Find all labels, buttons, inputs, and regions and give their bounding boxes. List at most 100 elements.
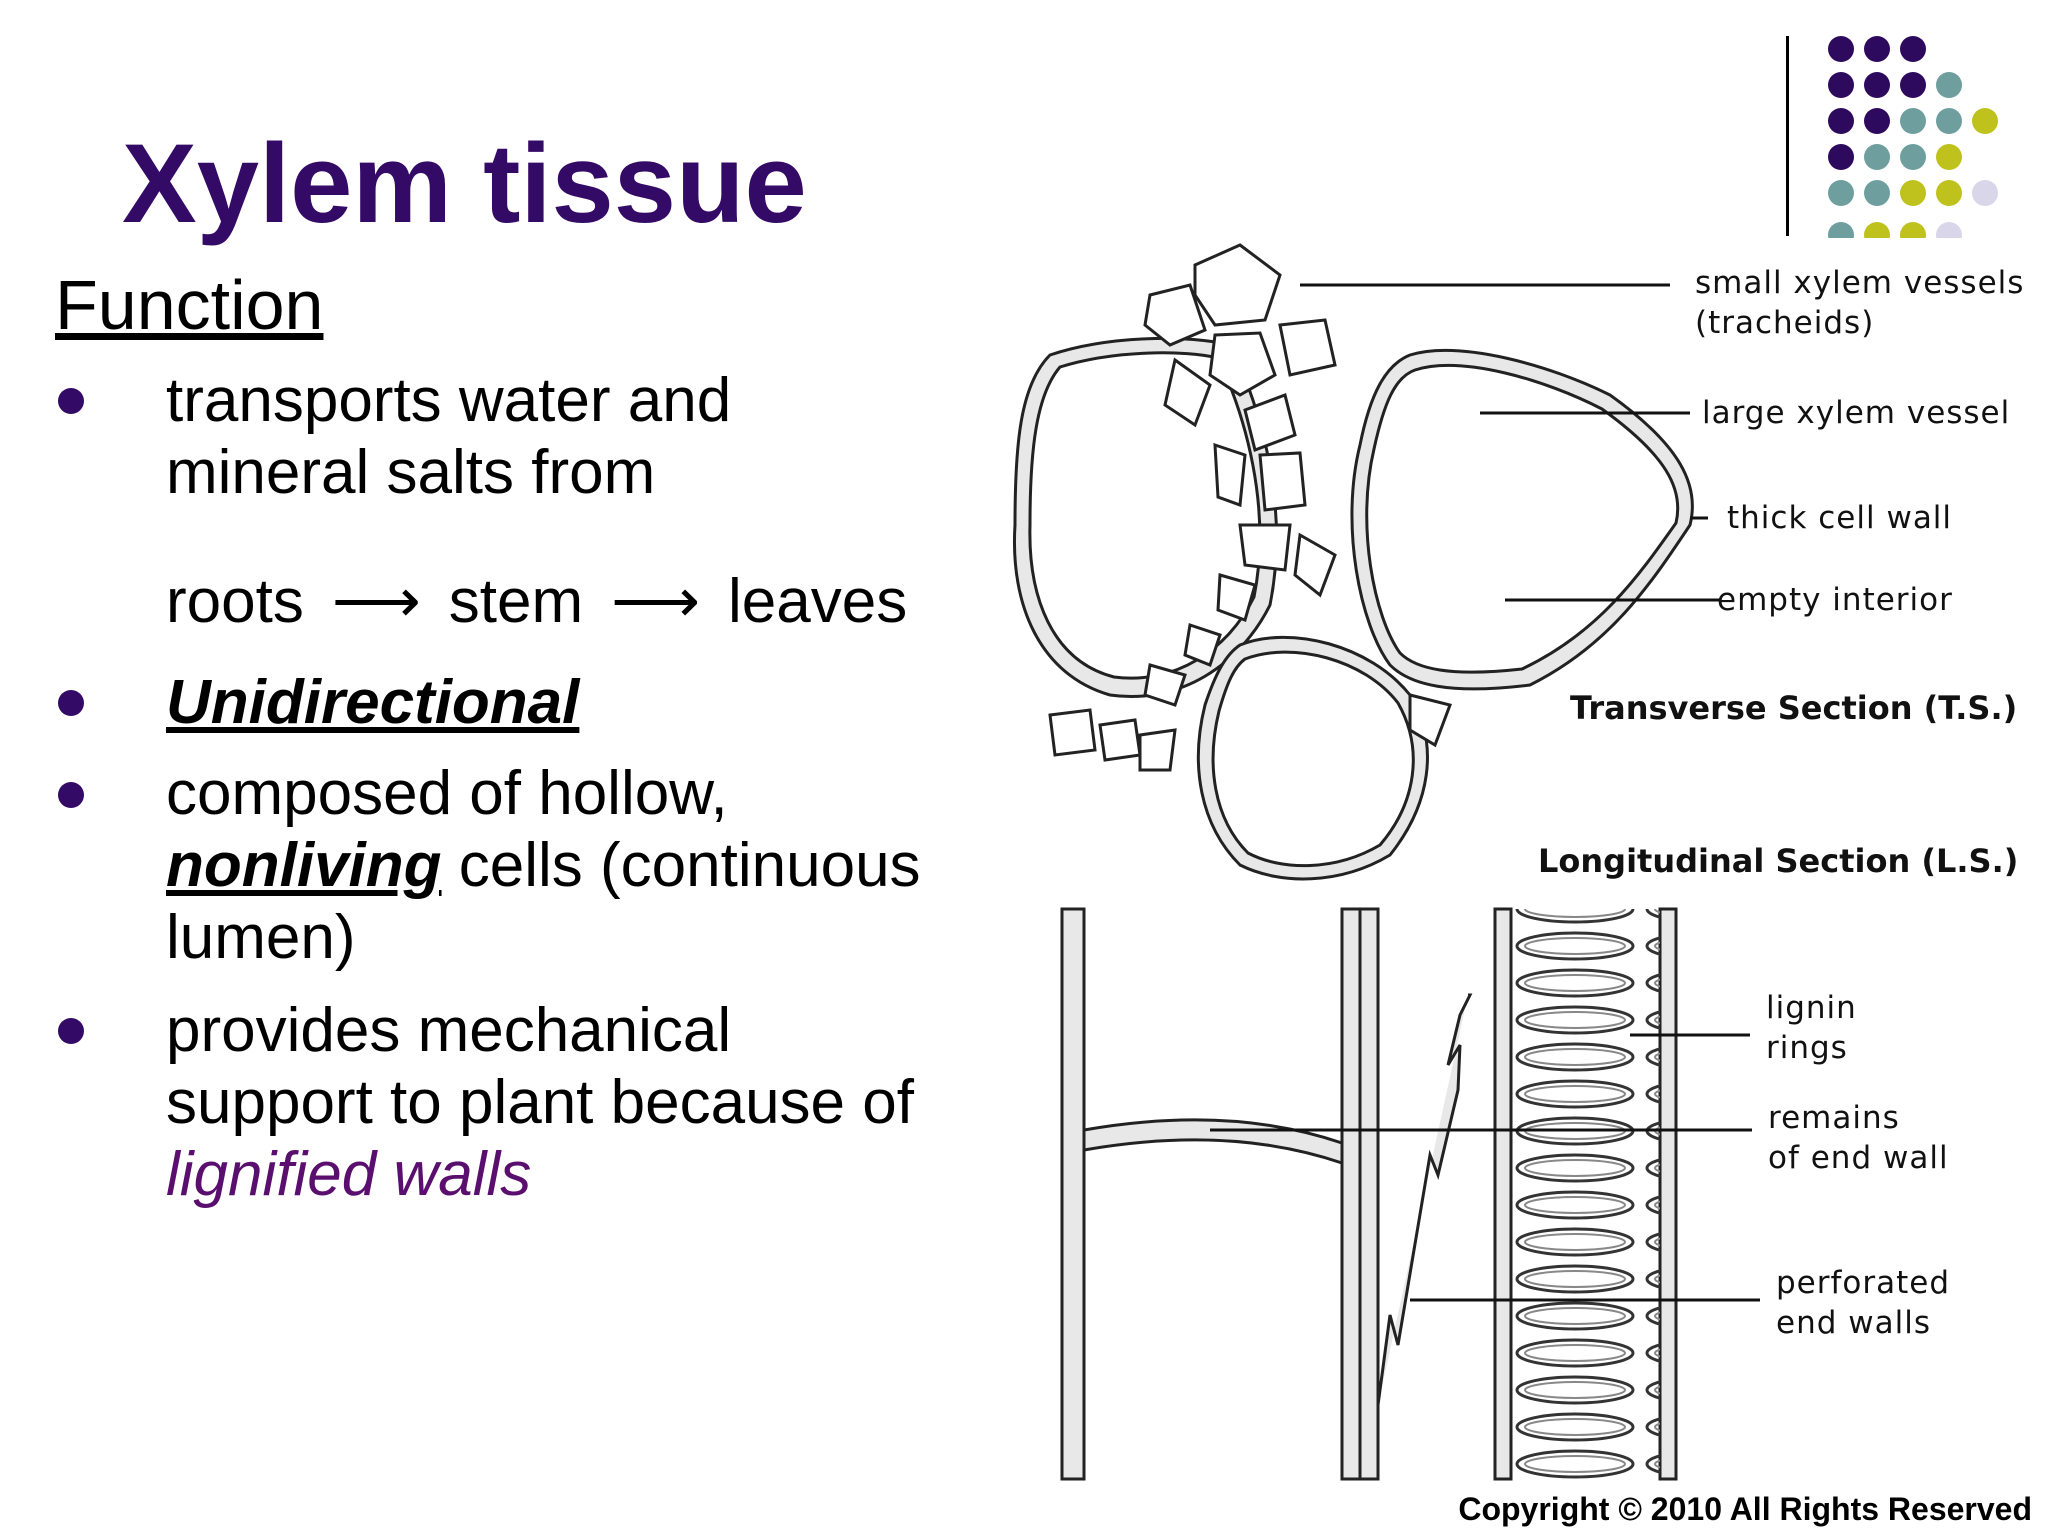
bullet-4-line-1: provides mechanical [166,996,732,1065]
ls-leader-lines [1210,1033,1760,1302]
section-heading: Function [55,266,324,344]
bullet-3-line-1: composed of hollow, [166,759,728,828]
decor-dot [1900,180,1926,206]
label-perforated: perforated [1776,1265,1950,1301]
tracheid-cell [1216,573,1257,622]
transverse-section-drawing [1012,243,1694,881]
large-vessel-right-lumen [1365,364,1680,674]
decor-dot-row-clipped [1820,216,2020,238]
label-thick-cell-wall: thick cell wall [1727,500,1952,536]
xylem-diagram: small xylem vessels (tracheids) large xy… [1012,243,2024,1481]
label-lignin: lignin [1766,990,1857,1026]
decor-dot [1828,144,1854,170]
decor-dot [1864,72,1890,98]
bullet-3-line-2: nonliving cells (continuous [166,830,921,902]
tracheid-cell [1193,243,1282,327]
decor-dot [1900,108,1926,134]
tracheid-cell [1258,451,1307,512]
lignin-ring-stack [1511,909,1660,1479]
vessel-wall [1658,907,1678,1481]
flow-stem: stem [448,567,584,636]
tracheid-cell [1293,532,1337,598]
decor-dot [1828,36,1854,62]
decor-dot [1828,180,1854,206]
bullet-marker [58,690,84,716]
tracheid-cell [1138,728,1177,772]
bullet-1-line-1: transports water and [166,366,732,435]
decor-dot [1864,36,1890,62]
large-vessel-left-lumen [1028,351,1262,680]
longitudinal-section-drawing [1060,907,1678,1481]
perforated-end-wall [1376,993,1473,1406]
tracheid-cell [1183,623,1222,667]
bullet-2-text: Unidirectional [166,667,579,739]
decor-dot [1936,222,1962,238]
decor-dot [1936,72,1962,98]
vessel-wall [1060,907,1086,1481]
decor-dot [1900,72,1926,98]
tracheid-cell [1408,693,1452,748]
decor-dot [1972,180,1998,206]
label-small-xylem-vessels: small xylem vessels [1695,265,2024,301]
vessel-wall [1493,907,1513,1481]
tracheid-cell [1208,331,1277,397]
decor-dot [1864,108,1890,134]
decor-dot [1864,180,1890,206]
decor-dot [1828,108,1854,134]
bullet-1-line-2: mineral salts from [166,438,656,507]
copyright-notice: Copyright © 2010 All Rights Reserved [1458,1491,2032,1527]
tracheid-cell [1278,318,1337,377]
bullet-4-line-2: support to plant because of [166,1068,914,1137]
label-of-end-wall: of end wall [1768,1140,1949,1176]
bullet-marker [58,1018,84,1044]
lignified-walls-emphasis: lignified walls [166,1140,532,1209]
tracheid-cell [1213,442,1247,508]
flow-roots: roots [166,567,304,636]
decorative-vertical-rule [1786,36,1789,236]
bullet-3-text: composed of hollow, nonliving cells (con… [166,758,921,974]
caption-longitudinal-section: Longitudinal Section (L.S.) [1538,842,2018,880]
label-end-walls: end walls [1776,1305,1931,1341]
transport-flow: roots ⟶ stem ⟶ leaves [166,566,907,638]
decor-dot [1900,144,1926,170]
bullet-marker [58,782,84,808]
bullet-marker [58,388,84,414]
right-arrow-icon: ⟶ [331,567,421,636]
large-vessel-bottom-lumen [1211,650,1415,868]
decor-dot [1828,72,1854,98]
ts-leader-lines [1300,283,1720,602]
tracheid-cell [1098,718,1142,762]
flow-leaves: leaves [727,567,908,636]
label-remains: remains [1768,1100,1900,1136]
decor-dot [1972,108,1998,134]
tracheid-cell [1163,357,1212,428]
end-wall-remains [1082,1118,1344,1166]
bullet-3-line-3: lumen) [166,903,356,972]
label-tracheids: (tracheids) [1695,305,1874,341]
label-empty-interior: empty interior [1717,582,1953,618]
label-large-xylem-vessel: large xylem vessel [1702,395,2010,431]
tracheid-cluster [1048,243,1452,772]
tracheid-cell [1048,708,1097,757]
bullet-4-text: provides mechanical support to plant bec… [166,995,914,1211]
nonliving-emphasis: nonliving [166,831,442,900]
bullet-1-text: transports water and mineral salts from [166,365,731,509]
decor-dot [1900,36,1926,62]
tracheid-cell [1243,393,1297,452]
tracheid-cell [1238,523,1292,572]
label-rings: rings [1766,1030,1848,1066]
slide-title: Xylem tissue [122,121,807,246]
right-arrow-icon: ⟶ [611,567,700,636]
unidirectional-emphasis: Unidirectional [166,668,580,737]
tracheid-cell [1143,283,1207,347]
decor-dot [1936,180,1962,206]
tracheid-cell [1143,663,1187,707]
bullet-3-line-2-rest: cells (continuous [441,831,921,900]
decor-dot [1936,108,1962,134]
decor-dot [1900,222,1926,238]
decor-dot [1936,144,1962,170]
caption-transverse-section: Transverse Section (T.S.) [1570,689,2017,727]
decor-dot [1864,222,1890,238]
decor-dot [1828,222,1854,238]
